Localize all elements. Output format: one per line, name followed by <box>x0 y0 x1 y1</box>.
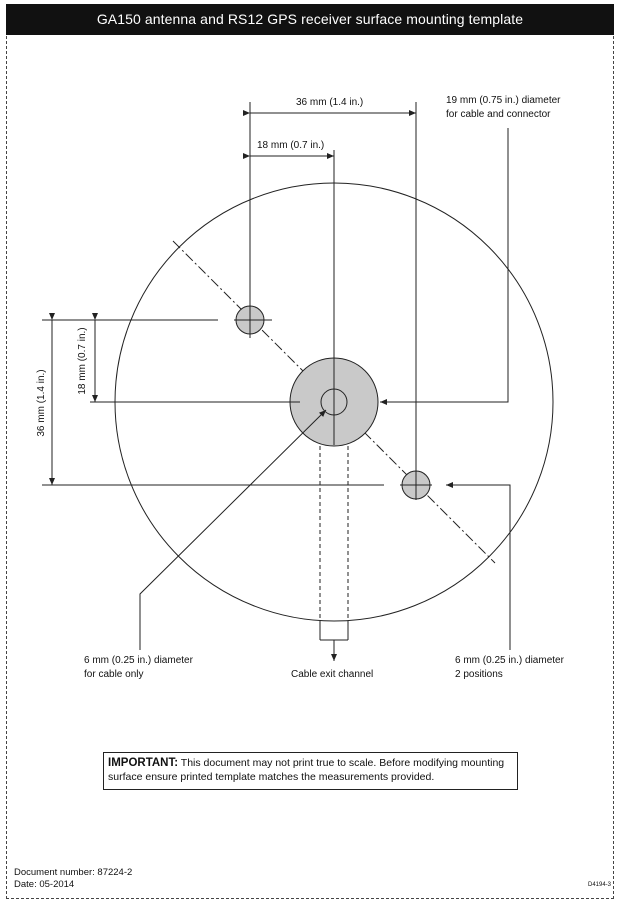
dim-18-horizontal-label: 18 mm (0.7 in.) <box>257 140 325 151</box>
callout-center-hole: 19 mm (0.75 in.) diameter for cable and … <box>446 94 561 122</box>
important-notice-heading: IMPORTANT: <box>108 757 179 769</box>
document-footer: Document number: 87224-2 Date: 05-2014 <box>14 867 132 891</box>
leader-two-positions <box>446 482 511 650</box>
callout-two-positions-line1: 6 mm (0.25 in.) diameter <box>455 655 564 666</box>
callout-small-hole-line1: 6 mm (0.25 in.) diameter <box>84 655 193 666</box>
document-number: Document number: 87224-2 <box>14 867 133 878</box>
dim-36-horizontal-label: 36 mm (1.4 in.) <box>296 97 364 108</box>
leader-center-hole <box>380 128 509 405</box>
dim-36-vertical-label: 36 mm (1.4 in.) <box>36 369 47 437</box>
callout-center-hole-line1: 19 mm (0.75 in.) diameter <box>446 95 561 106</box>
callout-cable-exit: Cable exit channel <box>291 669 374 680</box>
drawing-code: D4194-3 <box>588 882 612 888</box>
callout-small-hole-line2: for cable only <box>84 669 144 680</box>
callout-center-hole-line2: for cable and connector <box>446 109 551 120</box>
callout-small-hole: 6 mm (0.25 in.) diameter for cable only <box>84 654 193 682</box>
callout-two-positions-line2: 2 positions <box>455 669 503 680</box>
callout-two-positions: 6 mm (0.25 in.) diameter 2 positions <box>455 654 564 682</box>
important-notice: IMPORTANT: This document may not print t… <box>103 752 518 790</box>
page-title: GA150 antenna and RS12 GPS receiver surf… <box>6 4 614 35</box>
document-date: Date: 05-2014 <box>14 879 75 890</box>
diagonal-centerline <box>172 240 496 564</box>
dim-18-vertical-label: 18 mm (0.7 in.) <box>77 327 88 395</box>
leader-cable-only <box>139 409 327 650</box>
important-notice-body: This document may not print true to scal… <box>108 757 505 783</box>
